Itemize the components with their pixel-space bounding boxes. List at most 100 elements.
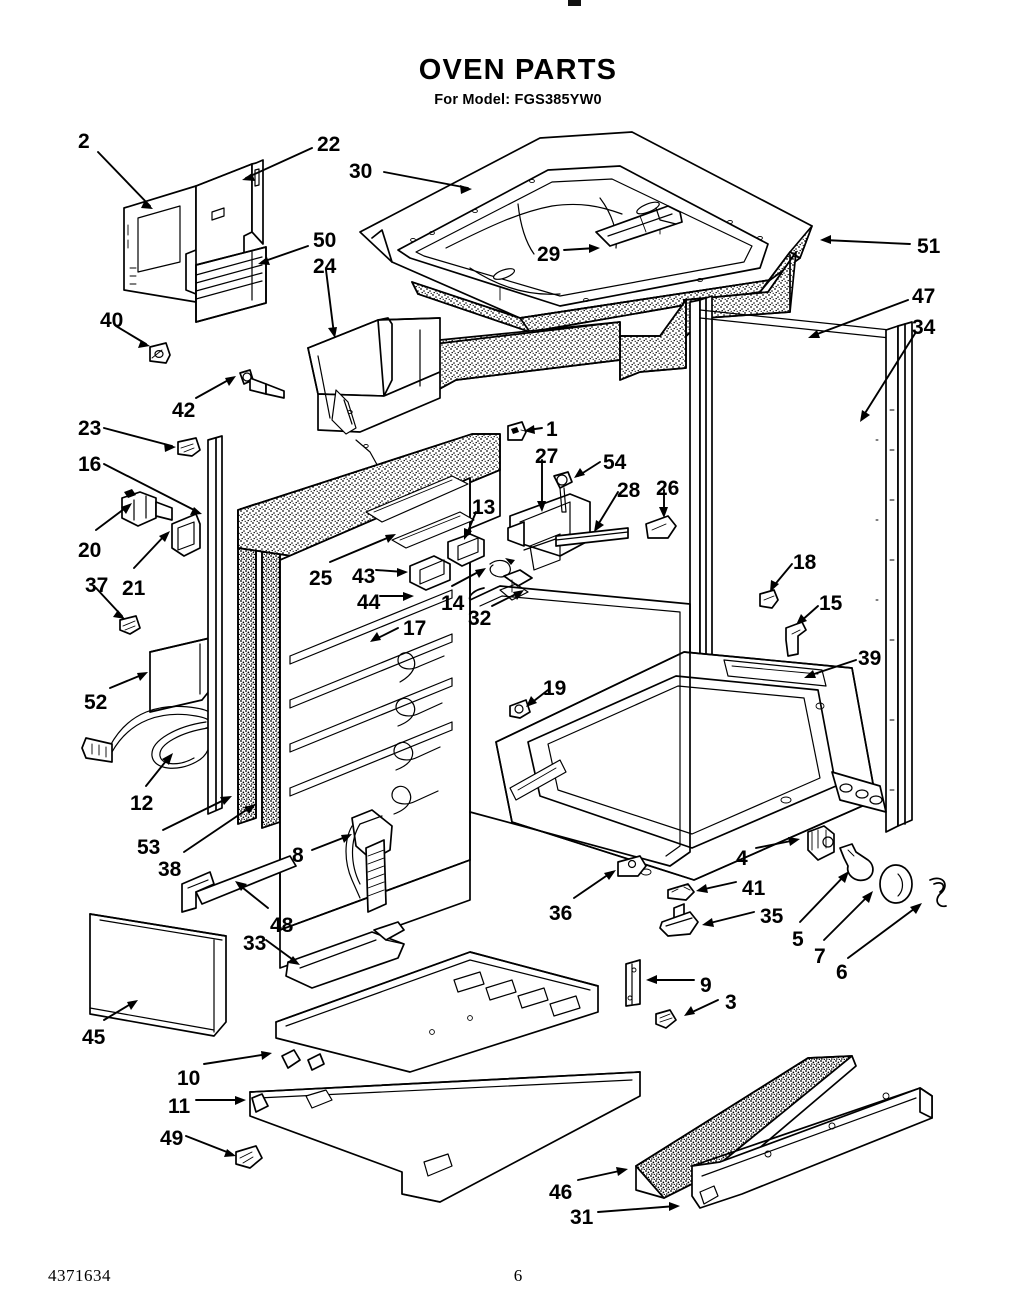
part-21-bracket: [171, 513, 201, 557]
callout-10: 10: [177, 1067, 201, 1090]
callout-34: 34: [912, 316, 936, 339]
callout-52: 52: [84, 691, 108, 714]
callout-40: 40: [100, 309, 124, 332]
callout-33: 33: [243, 932, 267, 955]
callout-49: 49: [160, 1127, 184, 1150]
part-20-switch-assembly: [121, 489, 173, 527]
part-53-left-frame-rail: [207, 435, 223, 815]
callout-37: 37: [85, 574, 109, 597]
part-48-bracket: [181, 855, 297, 913]
part-30-oven-top-panel: [359, 131, 813, 319]
callout-11: 11: [168, 1095, 191, 1118]
part-9-bracket: [625, 959, 641, 1007]
part-54-screw: [553, 471, 573, 513]
callout-29: 29: [537, 243, 561, 266]
callout-6: 6: [836, 961, 848, 984]
part-31-rail-bracket: [691, 1087, 933, 1209]
callout-42: 42: [172, 399, 196, 422]
callout-46: 46: [549, 1181, 573, 1204]
part-33-base-bracket: [285, 921, 405, 989]
callout-32: 32: [468, 607, 492, 630]
part-42-sensor-probe: [239, 369, 285, 399]
callout-26: 26: [656, 477, 680, 500]
part-11-base-rail: [249, 1071, 641, 1203]
part-43-terminal-block: [409, 555, 451, 591]
callout-14: 14: [441, 592, 465, 615]
callout-35: 35: [760, 905, 784, 928]
oven-cavity-body: [237, 433, 501, 969]
callout-50: 50: [313, 229, 337, 252]
callout-45: 45: [82, 1026, 106, 1049]
part-39-oven-door-frame: [495, 651, 887, 881]
callout-28: 28: [617, 479, 641, 502]
callout-15: 15: [819, 592, 843, 615]
part-3-screw: [655, 1009, 677, 1029]
callout-48: 48: [270, 914, 294, 937]
callout-31: 31: [570, 1206, 594, 1229]
callout-3: 3: [725, 991, 737, 1014]
callout-8: 8: [292, 844, 304, 867]
page-title: OVEN PARTS: [418, 54, 618, 86]
part-37-clip: [119, 615, 141, 635]
callout-22: 22: [317, 133, 341, 156]
callout-30: 30: [349, 160, 373, 183]
part-2-control-panel-housing: [123, 185, 197, 303]
callout-41: 41: [742, 877, 766, 900]
part-1-bolt: [507, 421, 527, 441]
part-13-igniter-block: [447, 533, 485, 567]
part-29-top-bracket: [595, 205, 683, 247]
callout-39: 39: [858, 647, 882, 670]
callout-16: 16: [78, 453, 102, 476]
callout-17: 17: [403, 617, 427, 640]
part-6-lamp-retainer: [929, 877, 947, 908]
part-35-leveling-leg: [659, 903, 699, 937]
title-block: OVEN PARTS For Model: FGS385YW0: [0, 54, 1036, 109]
part-49-clip: [235, 1145, 263, 1169]
callout-21: 21: [122, 577, 146, 600]
part-24-burner-box: [307, 317, 441, 471]
callout-18: 18: [793, 551, 817, 574]
callout-27: 27: [535, 445, 559, 468]
part-41-leg-nut: [667, 883, 695, 901]
model-subtitle: For Model: FGS385YW0: [434, 92, 602, 108]
callout-51: 51: [917, 235, 941, 258]
callout-38: 38: [158, 858, 182, 881]
callout-9: 9: [700, 974, 712, 997]
callout-36: 36: [549, 902, 573, 925]
callout-47: 47: [912, 285, 936, 308]
callout-20: 20: [78, 539, 102, 562]
callout-43: 43: [352, 565, 376, 588]
part-27-manifold-bracket: [507, 493, 591, 571]
part-10-front-rail: [275, 951, 599, 1073]
callout-7: 7: [814, 945, 826, 968]
part-19-screw: [509, 699, 531, 719]
callout-25: 25: [309, 567, 333, 590]
part-45-kick-plate: [89, 913, 227, 1037]
part-4-lamp-socket: [807, 825, 835, 861]
part-12-power-cord: [81, 705, 214, 769]
callout-19: 19: [543, 677, 567, 700]
part-26-bracket: [645, 515, 677, 539]
part-15-hinge-clip: [785, 621, 807, 657]
part-23-clip: [177, 437, 201, 457]
callout-23: 23: [78, 417, 102, 440]
callout-44: 44: [357, 591, 381, 614]
crop-mark: [568, 0, 581, 6]
part-52-heat-shield: [149, 637, 211, 713]
part-8-door-spring: [345, 809, 393, 913]
callout-53: 53: [137, 836, 161, 859]
callout-13: 13: [472, 496, 496, 519]
page-number: 6: [513, 1266, 523, 1285]
part-5-lamp-bulb: [839, 843, 874, 882]
page-footer: 4371634 6: [0, 1266, 1036, 1292]
oven-rack-guides: [289, 589, 453, 797]
part-40-clip: [149, 342, 171, 364]
part-18-leveling-foot: [759, 589, 779, 609]
callout-1: 1: [546, 418, 558, 441]
callout-12: 12: [130, 792, 154, 815]
part-50-vent-grille: [195, 246, 267, 323]
part-7-lamp-lens: [879, 864, 913, 904]
callout-2: 2: [78, 130, 90, 153]
